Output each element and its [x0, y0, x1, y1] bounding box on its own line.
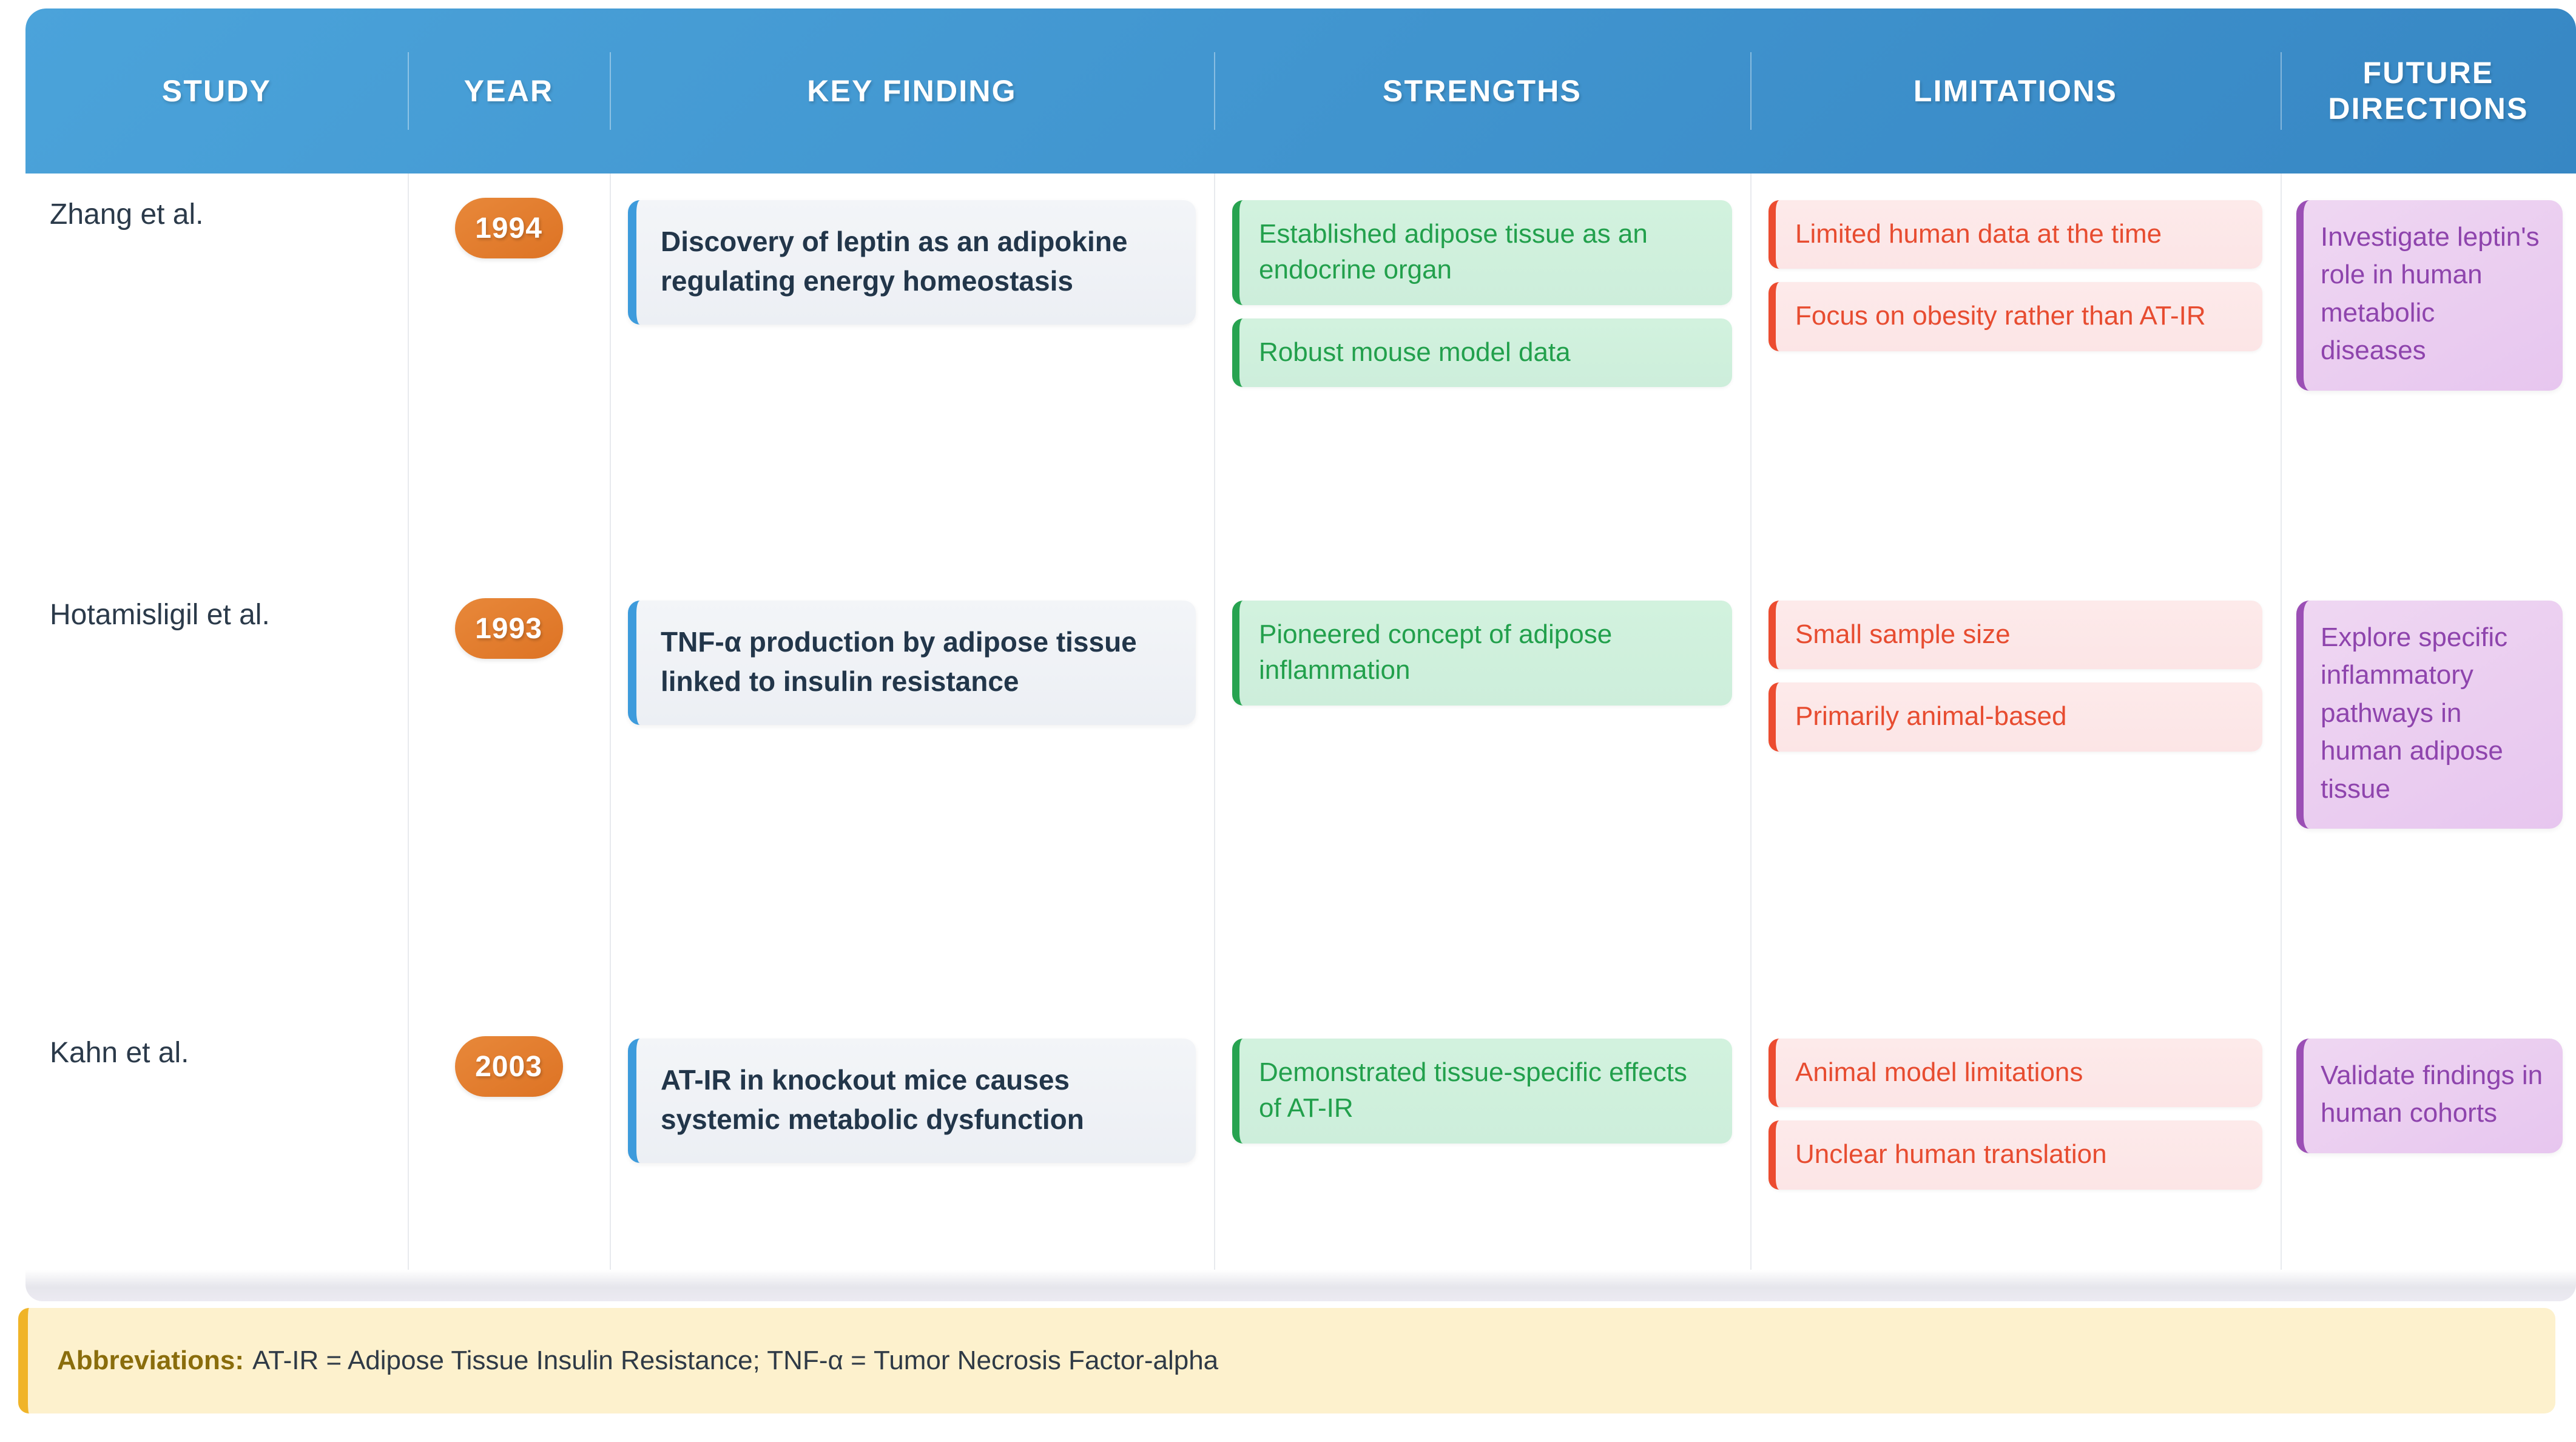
- year-badge: 1993: [454, 598, 563, 659]
- cell-study-name: Hotamisligil et al.: [50, 599, 270, 631]
- cell-strengths: Pioneered concept of adipose inflammatio…: [1214, 574, 1750, 1012]
- future-direction-card: Validate findings in human cohorts: [2296, 1039, 2563, 1153]
- cell-study-name: Kahn et al.: [50, 1037, 189, 1069]
- cell-future-directions: Investigate leptin's role in human metab…: [2281, 174, 2576, 574]
- cell-key-finding: Discovery of leptin as an adipokine regu…: [610, 174, 1214, 574]
- table-header-row: STUDY YEAR KEY FINDING STRENGTHS LIMITAT…: [25, 8, 2576, 174]
- column-header-future-directions[interactable]: FUTURE DIRECTIONS: [2281, 8, 2576, 174]
- strength-chip: Demonstrated tissue-specific effects of …: [1232, 1039, 1732, 1144]
- column-header-year[interactable]: YEAR: [408, 8, 610, 174]
- table-row: Zhang et al. 1994 Discovery of leptin as…: [25, 174, 2576, 574]
- cell-study-name: Zhang et al.: [50, 198, 204, 231]
- limitation-chip: Primarily animal-based: [1768, 682, 2262, 752]
- limitation-chip-list: Animal model limitations Unclear human t…: [1768, 1029, 2262, 1190]
- future-direction-card: Explore specific inflammatory pathways i…: [2296, 601, 2563, 829]
- table-row: Hotamisligil et al. 1993 TNF-α productio…: [25, 574, 2576, 1012]
- cell-key-finding: TNF-α production by adipose tissue linke…: [610, 574, 1214, 1012]
- limitation-chip: Limited human data at the time: [1768, 200, 2262, 269]
- horizontal-scrollbar-track[interactable]: [25, 1270, 2576, 1301]
- abbreviations-text: AT-IR = Adipose Tissue Insulin Resistanc…: [252, 1346, 1219, 1375]
- cell-limitations: Animal model limitations Unclear human t…: [1750, 1012, 2281, 1278]
- column-header-study[interactable]: STUDY: [161, 73, 272, 108]
- table-body: Zhang et al. 1994 Discovery of leptin as…: [25, 174, 2576, 1278]
- strength-chip-list: Pioneered concept of adipose inflammatio…: [1232, 591, 1732, 706]
- abbreviations-footnote: Abbreviations: AT-IR = Adipose Tissue In…: [18, 1308, 2555, 1413]
- cell-strengths: Established adipose tissue as an endocri…: [1214, 174, 1750, 574]
- literature-comparison-table: STUDY YEAR KEY FINDING STRENGTHS LIMITAT…: [25, 8, 2576, 1278]
- cell-year: 1993: [408, 574, 610, 1012]
- cell-future-directions: Explore specific inflammatory pathways i…: [2281, 574, 2576, 1012]
- abbreviations-label: Abbreviations:: [57, 1346, 244, 1375]
- limitation-chip: Focus on obesity rather than AT-IR: [1768, 282, 2262, 351]
- column-header-key-finding[interactable]: KEY FINDING: [610, 8, 1214, 174]
- limitation-chip-list: Limited human data at the time Focus on …: [1768, 190, 2262, 351]
- cell-year: 1994: [408, 174, 610, 574]
- limitation-chip-list: Small sample size Primarily animal-based: [1768, 591, 2262, 752]
- limitation-chip: Unclear human translation: [1768, 1120, 2262, 1190]
- strength-chip: Robust mouse model data: [1232, 318, 1732, 388]
- limitation-chip: Small sample size: [1768, 601, 2262, 670]
- strength-chip: Established adipose tissue as an endocri…: [1232, 200, 1732, 305]
- cell-limitations: Limited human data at the time Focus on …: [1750, 174, 2281, 574]
- column-header-limitations[interactable]: LIMITATIONS: [1750, 8, 2281, 174]
- table-row: Kahn et al. 2003 AT-IR in knockout mice …: [25, 1012, 2576, 1278]
- cell-year: 2003: [408, 1012, 610, 1278]
- key-finding-card: TNF-α production by adipose tissue linke…: [628, 601, 1196, 725]
- key-finding-card: AT-IR in knockout mice causes systemic m…: [628, 1039, 1196, 1163]
- limitation-chip: Animal model limitations: [1768, 1039, 2262, 1108]
- cell-future-directions: Validate findings in human cohorts: [2281, 1012, 2576, 1278]
- cell-strengths: Demonstrated tissue-specific effects of …: [1214, 1012, 1750, 1278]
- strength-chip: Pioneered concept of adipose inflammatio…: [1232, 601, 1732, 706]
- key-finding-card: Discovery of leptin as an adipokine regu…: [628, 200, 1196, 325]
- column-header-strengths[interactable]: STRENGTHS: [1214, 8, 1750, 174]
- year-badge: 1994: [454, 198, 563, 258]
- future-direction-card: Investigate leptin's role in human metab…: [2296, 200, 2563, 391]
- year-badge: 2003: [454, 1036, 563, 1097]
- strength-chip-list: Demonstrated tissue-specific effects of …: [1232, 1029, 1732, 1144]
- cell-key-finding: AT-IR in knockout mice causes systemic m…: [610, 1012, 1214, 1278]
- strength-chip-list: Established adipose tissue as an endocri…: [1232, 190, 1732, 388]
- cell-limitations: Small sample size Primarily animal-based: [1750, 574, 2281, 1012]
